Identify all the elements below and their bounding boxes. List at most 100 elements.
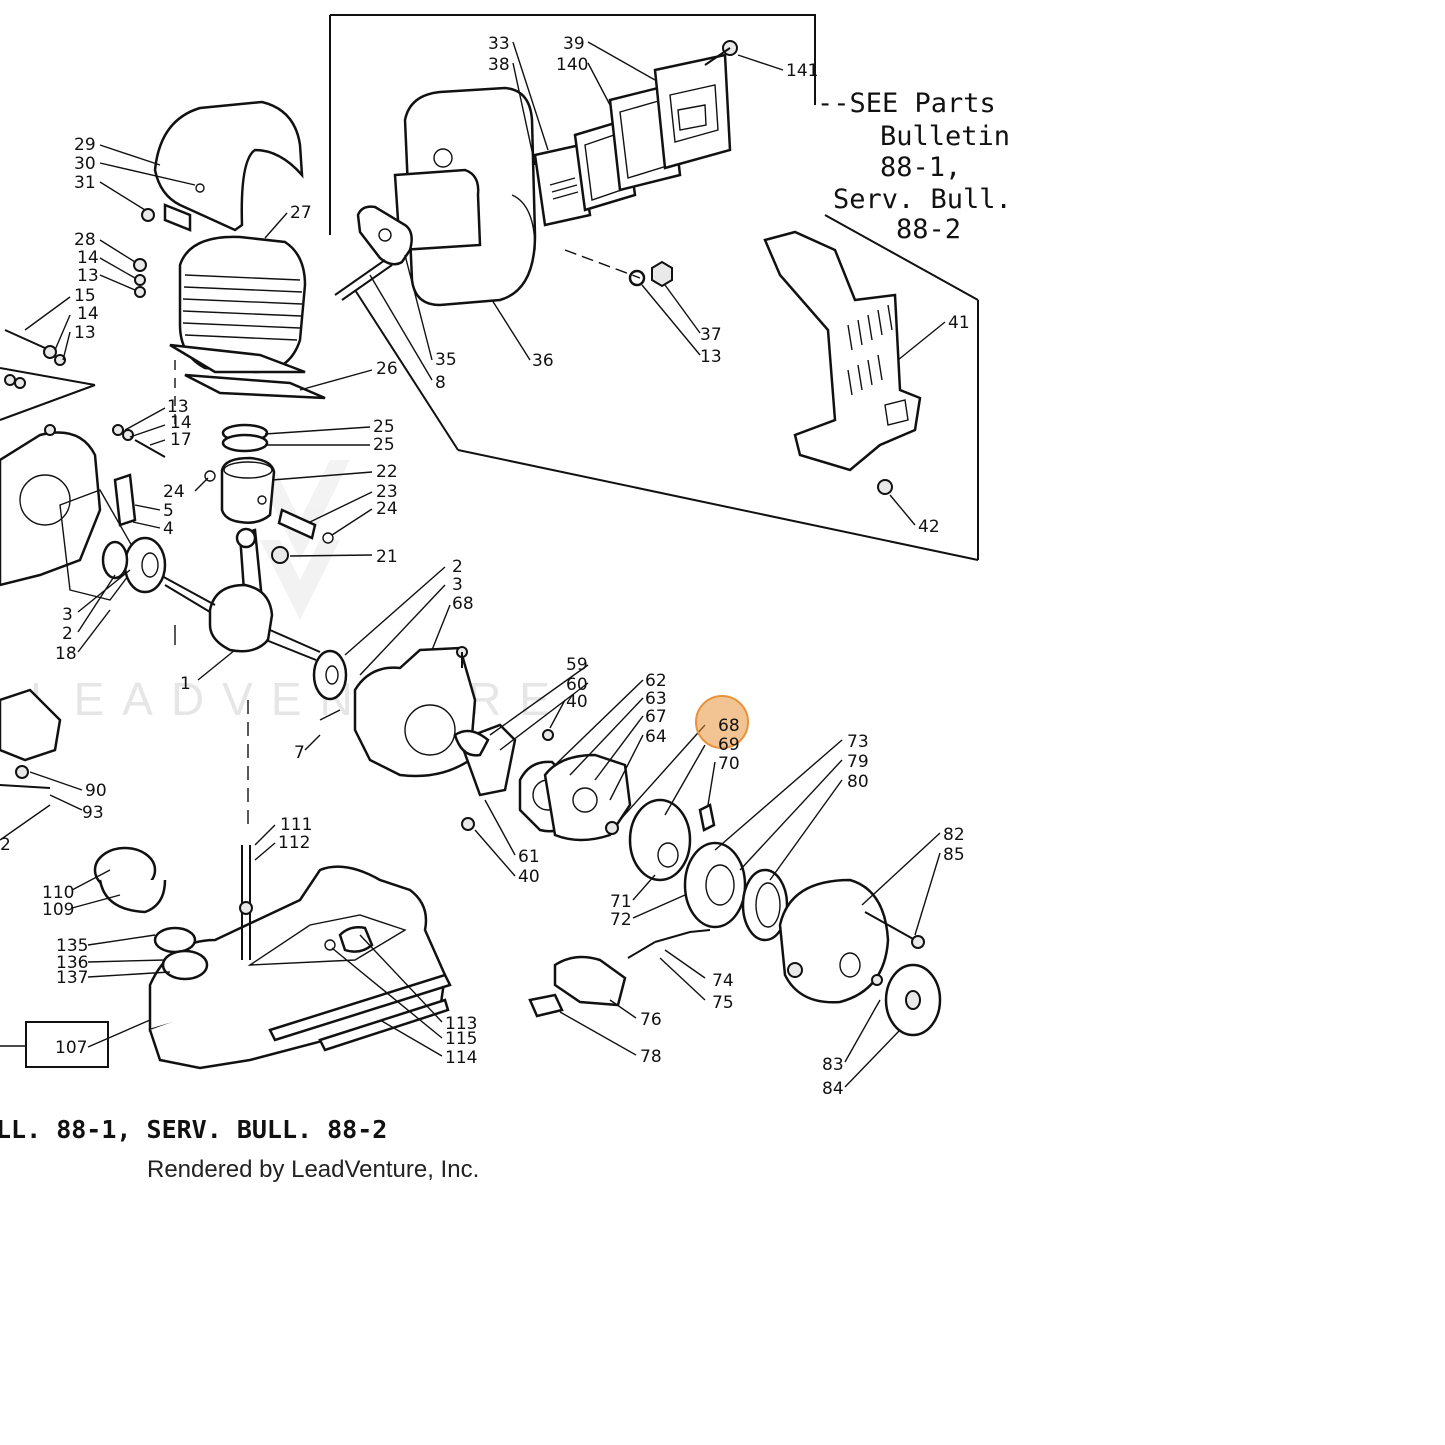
part-number-labels: 2930312728141315141326131417252522232424… xyxy=(0,34,970,1099)
part-label-21[interactable]: 21 xyxy=(376,547,398,567)
part-label-36[interactable]: 36 xyxy=(532,351,554,371)
part-label-13[interactable]: 13 xyxy=(77,266,99,286)
part-label-90[interactable]: 90 xyxy=(85,781,107,801)
part-label-141[interactable]: 141 xyxy=(786,61,818,81)
crankcase-right xyxy=(353,646,477,778)
part-label-24[interactable]: 24 xyxy=(163,482,185,502)
part-label-93[interactable]: 93 xyxy=(82,803,104,823)
part-label-14[interactable]: 14 xyxy=(77,248,99,268)
part-label-60[interactable]: 60 xyxy=(566,675,588,695)
part-label-37[interactable]: 37 xyxy=(700,325,722,345)
plug-boot xyxy=(553,955,627,1007)
part-label-73[interactable]: 73 xyxy=(847,732,869,752)
highlight-marker[interactable] xyxy=(695,695,749,749)
part-label-107[interactable]: 107 xyxy=(55,1038,87,1058)
part-label-24[interactable]: 24 xyxy=(376,499,398,519)
part-label-7[interactable]: 7 xyxy=(294,743,305,763)
part-label-79[interactable]: 79 xyxy=(847,752,869,772)
part-label-4[interactable]: 4 xyxy=(163,519,174,539)
part-label-17[interactable]: 17 xyxy=(170,430,192,450)
part-label-8[interactable]: 8 xyxy=(435,373,446,393)
part-label-40[interactable]: 40 xyxy=(518,867,540,887)
part-label-13[interactable]: 13 xyxy=(700,347,722,367)
part-label-13[interactable]: 13 xyxy=(167,397,189,417)
part-label-1[interactable]: 1 xyxy=(180,674,191,694)
part-label-38[interactable]: 38 xyxy=(488,55,510,75)
part-label-71[interactable]: 71 xyxy=(610,892,632,912)
part-label-2[interactable]: 2 xyxy=(62,624,73,644)
part-label-14[interactable]: 14 xyxy=(77,304,99,324)
part-label-137[interactable]: 137 xyxy=(56,968,88,988)
part-label-74[interactable]: 74 xyxy=(712,971,734,991)
part-label-23[interactable]: 23 xyxy=(376,482,398,502)
part-label-85[interactable]: 85 xyxy=(943,845,965,865)
starter-pulley-plate xyxy=(543,753,632,842)
muffler-end-cap xyxy=(653,53,732,170)
part-label-62[interactable]: 62 xyxy=(645,671,667,691)
part-label-70[interactable]: 70 xyxy=(718,754,740,774)
leader-lines xyxy=(0,41,946,1088)
part-label-31[interactable]: 31 xyxy=(74,173,96,193)
part-label-68[interactable]: 68 xyxy=(452,594,474,614)
clutch-drum xyxy=(778,878,890,1004)
part-label-2[interactable]: 2 xyxy=(0,835,11,855)
part-label-59[interactable]: 59 xyxy=(566,655,588,675)
part-label-64[interactable]: 64 xyxy=(645,727,667,747)
part-label-18[interactable]: 18 xyxy=(55,644,77,664)
part-label-113[interactable]: 113 xyxy=(445,1014,477,1034)
part-label-72[interactable]: 72 xyxy=(610,910,632,930)
part-label-68[interactable]: 68 xyxy=(718,716,740,736)
part-label-80[interactable]: 80 xyxy=(847,772,869,792)
part-label-22[interactable]: 22 xyxy=(376,462,398,482)
pin-clips xyxy=(204,470,334,544)
part-label-109[interactable]: 109 xyxy=(42,900,74,920)
part-label-25[interactable]: 25 xyxy=(373,435,395,455)
part-label-67[interactable]: 67 xyxy=(645,707,667,727)
screw-141 xyxy=(704,40,738,66)
part-label-114[interactable]: 114 xyxy=(445,1048,477,1068)
see-parts-note: --SEE Parts Bulletin 88-1, Serv. Bull. 8… xyxy=(817,88,1012,245)
part-label-111[interactable]: 111 xyxy=(280,815,312,835)
part-label-39[interactable]: 39 xyxy=(563,34,585,54)
part-label-3[interactable]: 3 xyxy=(452,575,463,595)
part-label-41[interactable]: 41 xyxy=(948,313,970,333)
part-label-33[interactable]: 33 xyxy=(488,34,510,54)
part-label-83[interactable]: 83 xyxy=(822,1055,844,1075)
part-label-2[interactable]: 2 xyxy=(452,557,463,577)
part-label-63[interactable]: 63 xyxy=(645,689,667,709)
part-label-42[interactable]: 42 xyxy=(918,517,940,537)
part-label-14[interactable]: 14 xyxy=(170,413,192,433)
spark-arrestor-screen xyxy=(533,143,592,227)
part-label-28[interactable]: 28 xyxy=(74,230,96,250)
part-label-27[interactable]: 27 xyxy=(290,203,312,223)
part-label-40[interactable]: 40 xyxy=(566,692,588,712)
part-label-5[interactable]: 5 xyxy=(163,501,174,521)
part-label-61[interactable]: 61 xyxy=(518,847,540,867)
part-label-75[interactable]: 75 xyxy=(712,993,734,1013)
part-label-29[interactable]: 29 xyxy=(74,135,96,155)
part-label-25[interactable]: 25 xyxy=(373,417,395,437)
part-label-78[interactable]: 78 xyxy=(640,1047,662,1067)
part-label-26[interactable]: 26 xyxy=(376,359,398,379)
part-label-84[interactable]: 84 xyxy=(822,1079,844,1099)
part-label-82[interactable]: 82 xyxy=(943,825,965,845)
part-label-140[interactable]: 140 xyxy=(556,55,588,75)
part-label-13[interactable]: 13 xyxy=(74,323,96,343)
part-label-136[interactable]: 136 xyxy=(56,953,88,973)
part-label-115[interactable]: 115 xyxy=(445,1029,477,1049)
fuel-tank xyxy=(148,865,447,1070)
part-label-15[interactable]: 15 xyxy=(74,286,96,306)
part-label-30[interactable]: 30 xyxy=(74,154,96,174)
part-label-112[interactable]: 112 xyxy=(278,833,310,853)
part-label-76[interactable]: 76 xyxy=(640,1010,662,1030)
part-label-135[interactable]: 135 xyxy=(56,936,88,956)
credit-text: Rendered by LeadVenture, Inc. xyxy=(147,1156,479,1183)
muffler-gasket xyxy=(356,205,413,266)
part-label-3[interactable]: 3 xyxy=(62,605,73,625)
part-label-110[interactable]: 110 xyxy=(42,883,74,903)
part-label-35[interactable]: 35 xyxy=(435,350,457,370)
pin-70 xyxy=(698,803,716,832)
part-label-69[interactable]: 69 xyxy=(718,735,740,755)
clutch-hub xyxy=(628,798,692,882)
